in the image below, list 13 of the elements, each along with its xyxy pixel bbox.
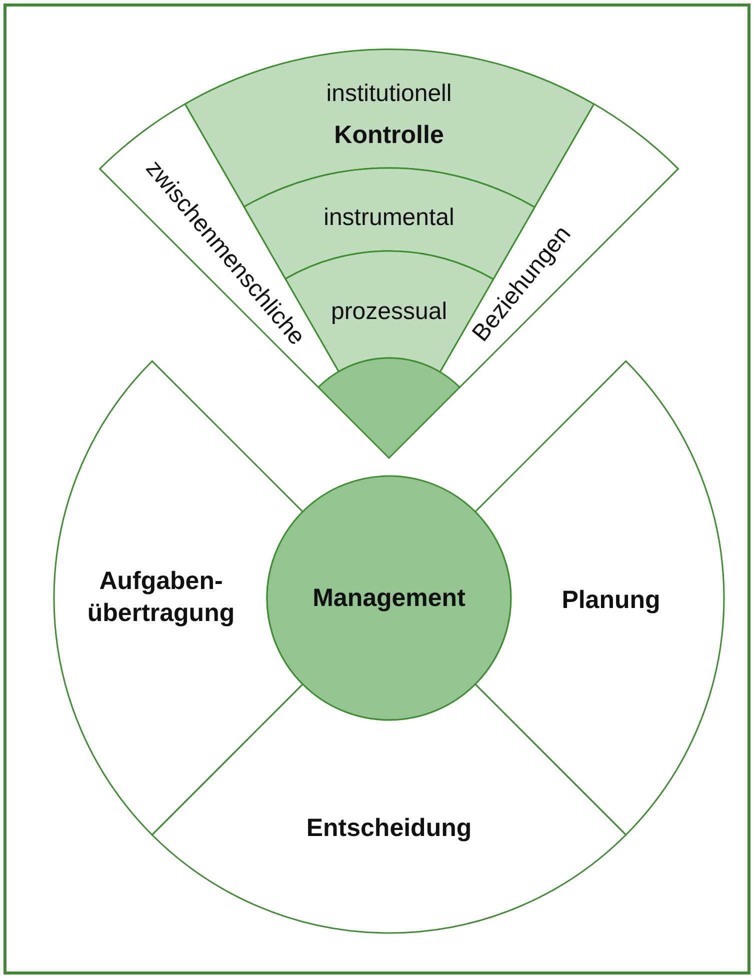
segment-label: institutionell [326,79,452,110]
center-circle [266,475,512,721]
ring-segment [54,360,304,836]
segment-label: Management [312,582,466,614]
ring-segment [474,360,724,836]
segment-label: Aufgaben- übertragung [86,566,236,629]
segment-label: prozessual [330,297,448,328]
segment-label: instrumental [324,203,454,234]
segment-label: Planung [562,584,660,616]
segment-label: Kontrolle [334,120,444,151]
ring-segment [151,684,627,934]
segment-label: Entscheidung [306,812,472,844]
wedge-segment [318,357,460,459]
